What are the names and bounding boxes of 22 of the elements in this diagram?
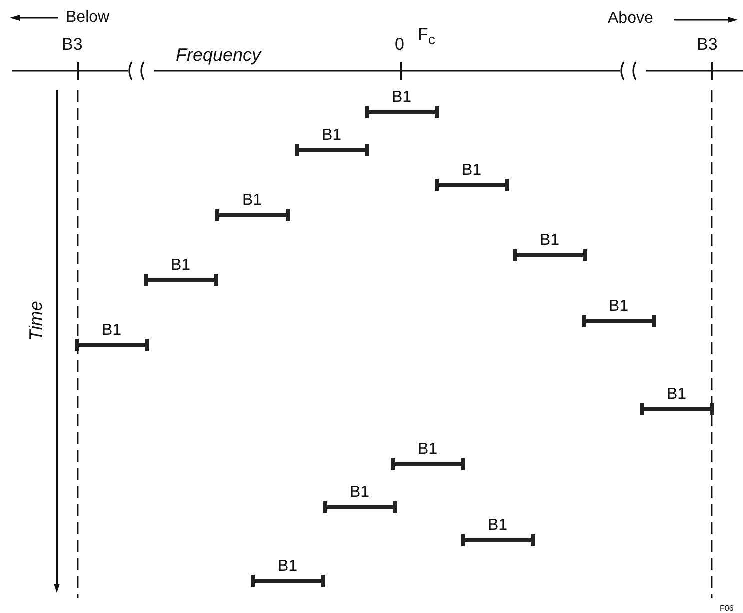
tick-label: 0: [395, 36, 404, 54]
hop-label: B1: [540, 232, 560, 250]
hop-label: B1: [171, 257, 191, 275]
figure-code: F06: [720, 603, 734, 613]
hop-label: B1: [488, 517, 508, 535]
hop-label: B1: [462, 162, 482, 180]
tick-label: B3: [697, 36, 718, 54]
hop-label: B1: [667, 386, 687, 404]
tick-label: B3: [62, 36, 83, 54]
axis-label: Time: [26, 301, 45, 341]
axis-label: Frequency: [176, 46, 262, 64]
hop-label: B1: [242, 192, 262, 210]
hop-label: B1: [418, 441, 438, 459]
hop-label: B1: [392, 89, 412, 107]
hop-label: B1: [350, 484, 370, 502]
direction-label: Below: [66, 9, 110, 27]
tick-label: F$_{c}$: [418, 26, 436, 50]
hop-label: B1: [609, 298, 629, 316]
hop-label: B1: [322, 127, 342, 145]
hop-label: B1: [102, 322, 122, 340]
direction-label: Above: [608, 10, 654, 28]
hop-label: B1: [278, 558, 298, 576]
